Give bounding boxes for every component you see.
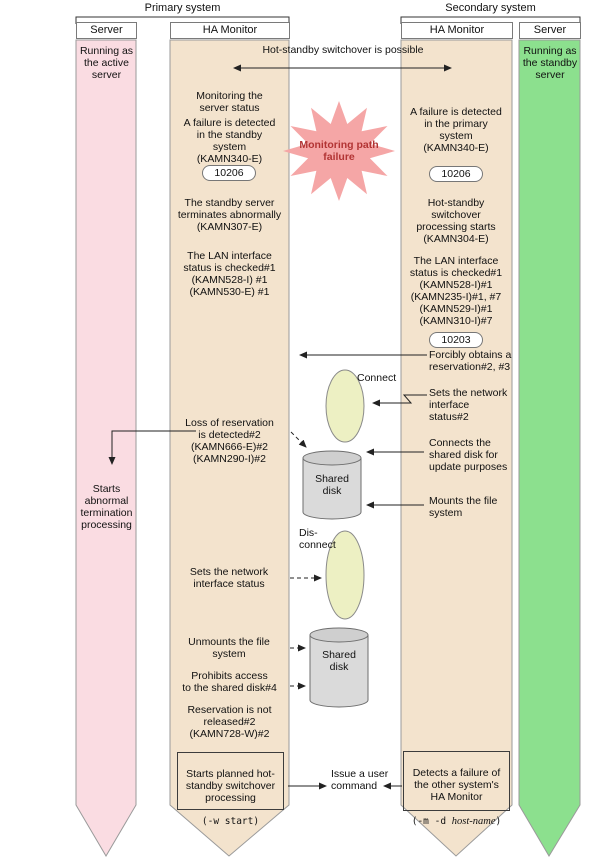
issue-user-command-text: Issue a user command	[331, 768, 389, 792]
shared-disk-2-icon	[309, 627, 369, 708]
shared-disk-2-body	[309, 635, 369, 708]
detects-failure-code-pre: (-m -d	[411, 816, 452, 827]
detects-failure-box: Detects a failure of the other system's …	[403, 751, 510, 827]
shared-disk-1-top	[302, 450, 362, 466]
header-monitor-left: HA Monitor	[170, 22, 290, 39]
disconnect-label: Dis- connect	[299, 527, 336, 551]
detects-failure-text: Detects a failure of the other system's …	[412, 767, 501, 803]
connect-ellipse	[325, 369, 365, 443]
planned-switchover-text: Starts planned hot- standby switchover p…	[185, 768, 276, 804]
connect-label: Connect	[357, 372, 397, 384]
shared-disk-2-label: Shared disk	[322, 649, 356, 673]
sets-network-right-zigzag-arrow	[372, 394, 427, 407]
sets-network-left-text: Sets the network interface status	[189, 566, 269, 590]
reservation-not-released-text: Reservation is not released#2 (KAMN728-W…	[187, 704, 272, 740]
loss-to-disk-dashed-arrow	[290, 431, 307, 448]
failure-standby-text: A failure is detected in the standby sys…	[183, 117, 276, 165]
code-badge-10206-left: 10206	[202, 165, 256, 181]
standby-terminates-text: The standby server terminates abnormally…	[177, 197, 282, 233]
running-active-text: Running as the active server	[79, 45, 134, 81]
lan-check-right-text: The LAN interface status is checked#1 (K…	[409, 255, 503, 327]
column-monitor-right	[400, 39, 513, 857]
column-monitor-left	[169, 39, 290, 857]
sets-network-right-text: Sets the network interface status#2	[429, 387, 508, 423]
starts-abnormal-termination-text: Starts abnormal termination processing	[80, 483, 133, 531]
unmounts-file-system-text: Unmounts the file system	[188, 636, 270, 660]
secondary-system-label: Secondary system	[445, 2, 536, 14]
secondary-system-bracket	[400, 16, 581, 24]
monitoring-server-status-text: Monitoring the server status	[196, 90, 263, 114]
primary-system-label: Primary system	[144, 2, 221, 14]
forcibly-obtains-text: Forcibly obtains a reservation#2, #3	[429, 349, 512, 373]
monitoring-path-failure-text: Monitoring path failure	[299, 139, 379, 163]
primary-system-bracket	[75, 16, 290, 24]
header-server-right: Server	[519, 22, 581, 39]
code-badge-10203: 10203	[429, 332, 483, 348]
planned-switchover-code: (-w start)	[201, 816, 260, 827]
shared-disk-1-icon	[302, 450, 362, 520]
running-standby-text: Running as the standby server	[522, 45, 578, 81]
shared-disk-1-label: Shared disk	[315, 473, 349, 497]
shared-disk-1-body	[302, 458, 362, 520]
planned-switchover-box: Starts planned hot- standby switchover p…	[177, 752, 284, 827]
column-server-left	[75, 39, 137, 857]
connects-shared-disk-text: Connects the shared disk for update purp…	[429, 437, 508, 473]
column-server-right	[518, 39, 581, 857]
code-badge-10206-right: 10206	[429, 166, 483, 182]
switchover-starts-text: Hot-standby switchover processing starts…	[416, 197, 496, 245]
prohibits-access-text: Prohibits access to the shared disk#4	[182, 670, 277, 694]
header-monitor-right: HA Monitor	[401, 22, 513, 39]
detects-failure-code-post: )	[495, 816, 502, 827]
disconnect-ellipse	[325, 530, 365, 620]
failure-primary-text: A failure is detected in the primary sys…	[410, 106, 502, 154]
switchover-possible-text: Hot-standby switchover is possible	[262, 44, 424, 56]
detects-failure-code-hostname: host-name	[451, 816, 496, 827]
abnormal-termination-arrow	[108, 430, 196, 465]
shared-disk-2-top	[309, 627, 369, 643]
header-server-left: Server	[76, 22, 137, 39]
detects-failure-code: (-m -d host-name)	[404, 815, 509, 828]
lan-check-left-text: The LAN interface status is checked#1 (K…	[183, 250, 276, 298]
loss-of-reservation-text: Loss of reservation is detected#2 (KAMN6…	[185, 417, 274, 465]
monitoring-path-failure-star	[283, 101, 395, 201]
mounts-file-system-text: Mounts the file system	[429, 495, 498, 519]
